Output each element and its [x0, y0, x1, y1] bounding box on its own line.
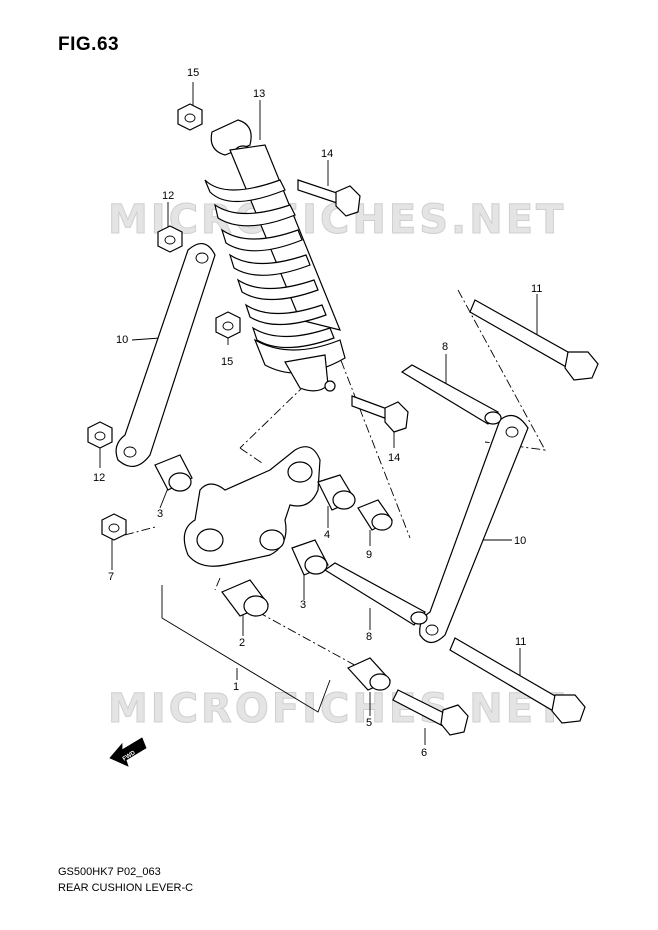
callout-15-upper: 15 — [187, 67, 199, 79]
bushing-left-3 — [154, 454, 193, 492]
callout-12-lower: 12 — [93, 472, 105, 484]
leader-lines — [99, 82, 546, 745]
bushing-lower-3 — [291, 539, 329, 576]
callout-8-upper: 8 — [442, 341, 448, 353]
callout-7: 7 — [108, 571, 114, 583]
cushion-lever — [183, 446, 321, 567]
callout-4: 4 — [324, 529, 330, 541]
callout-6: 6 — [421, 747, 427, 759]
diagram-name: REAR CUSHION LEVER-C — [58, 882, 194, 894]
shock-absorber — [204, 119, 346, 392]
callout-13: 13 — [253, 88, 265, 100]
forward-arrow-icon: FWD — [109, 737, 147, 767]
callout-14-upper: 14 — [321, 148, 333, 160]
callout-5: 5 — [366, 717, 372, 729]
spacer-lower — [323, 562, 428, 626]
flange-nut-middle — [215, 311, 241, 339]
callout-12-upper: 12 — [162, 190, 174, 202]
nut-lower-left — [87, 421, 113, 449]
callout-9: 9 — [366, 549, 372, 561]
callout-3-lower: 3 — [300, 599, 306, 611]
callout-11-upper: 11 — [531, 283, 542, 295]
bearing-2 — [221, 579, 269, 617]
callout-11-lower: 11 — [515, 636, 526, 648]
spacer-9 — [357, 499, 393, 531]
shock-spring — [204, 179, 335, 349]
nut-upper-left — [157, 225, 183, 253]
spacer-upper — [400, 364, 502, 425]
bushing-4 — [317, 474, 356, 511]
callout-labels: 15 13 14 12 11 10 8 15 14 12 3 4 10 9 7 … — [93, 67, 542, 759]
watermark-bottom: MICROFICHES.NET — [108, 686, 566, 732]
callout-15-middle: 15 — [221, 356, 233, 368]
long-bolt-upper — [469, 299, 599, 381]
spacer-5 — [347, 657, 391, 691]
callout-10-right: 10 — [514, 535, 526, 547]
callout-1: 1 — [233, 681, 239, 693]
bolt-6 — [392, 689, 469, 736]
model-code: GS500HK7 P02_063 — [58, 866, 161, 878]
flange-nut-upper — [177, 103, 203, 131]
watermark-top: MICROFICHES.NET — [108, 197, 566, 243]
callout-14-lower: 14 — [388, 452, 400, 464]
long-bolt-lower — [449, 637, 586, 724]
callout-10-left: 10 — [116, 334, 128, 346]
tie-rod-left — [115, 243, 216, 467]
callout-2: 2 — [239, 637, 245, 649]
callout-3-left: 3 — [157, 508, 163, 520]
bolt-upper — [297, 179, 361, 217]
callout-8-lower: 8 — [366, 631, 372, 643]
nut-seven — [101, 513, 127, 541]
bolt-lower — [351, 395, 409, 433]
figure-title: FIG.63 — [58, 34, 120, 55]
tie-rod-right — [419, 414, 529, 644]
